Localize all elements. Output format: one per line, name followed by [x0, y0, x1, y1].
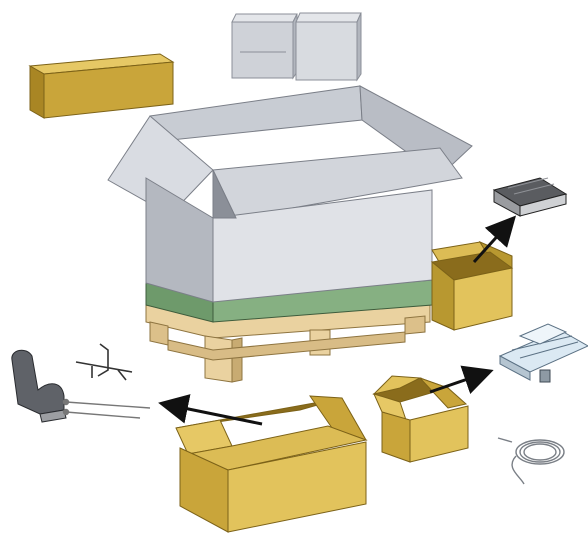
dark-device-module — [494, 178, 566, 216]
rods — [64, 400, 151, 419]
mounting-bracket — [76, 344, 132, 380]
loose-box-lid — [30, 54, 173, 118]
arrow-to-wire-shelf — [430, 372, 488, 392]
seat-armrest-part — [12, 350, 66, 422]
small-open-box-right — [432, 242, 512, 330]
small-grey-boxes-pair — [232, 13, 361, 80]
small-open-box-front — [374, 376, 468, 462]
large-open-box-front — [176, 396, 366, 532]
wire-shelf-tray — [500, 324, 588, 382]
coiled-cable — [498, 438, 564, 484]
large-open-grey-crate — [108, 86, 472, 302]
